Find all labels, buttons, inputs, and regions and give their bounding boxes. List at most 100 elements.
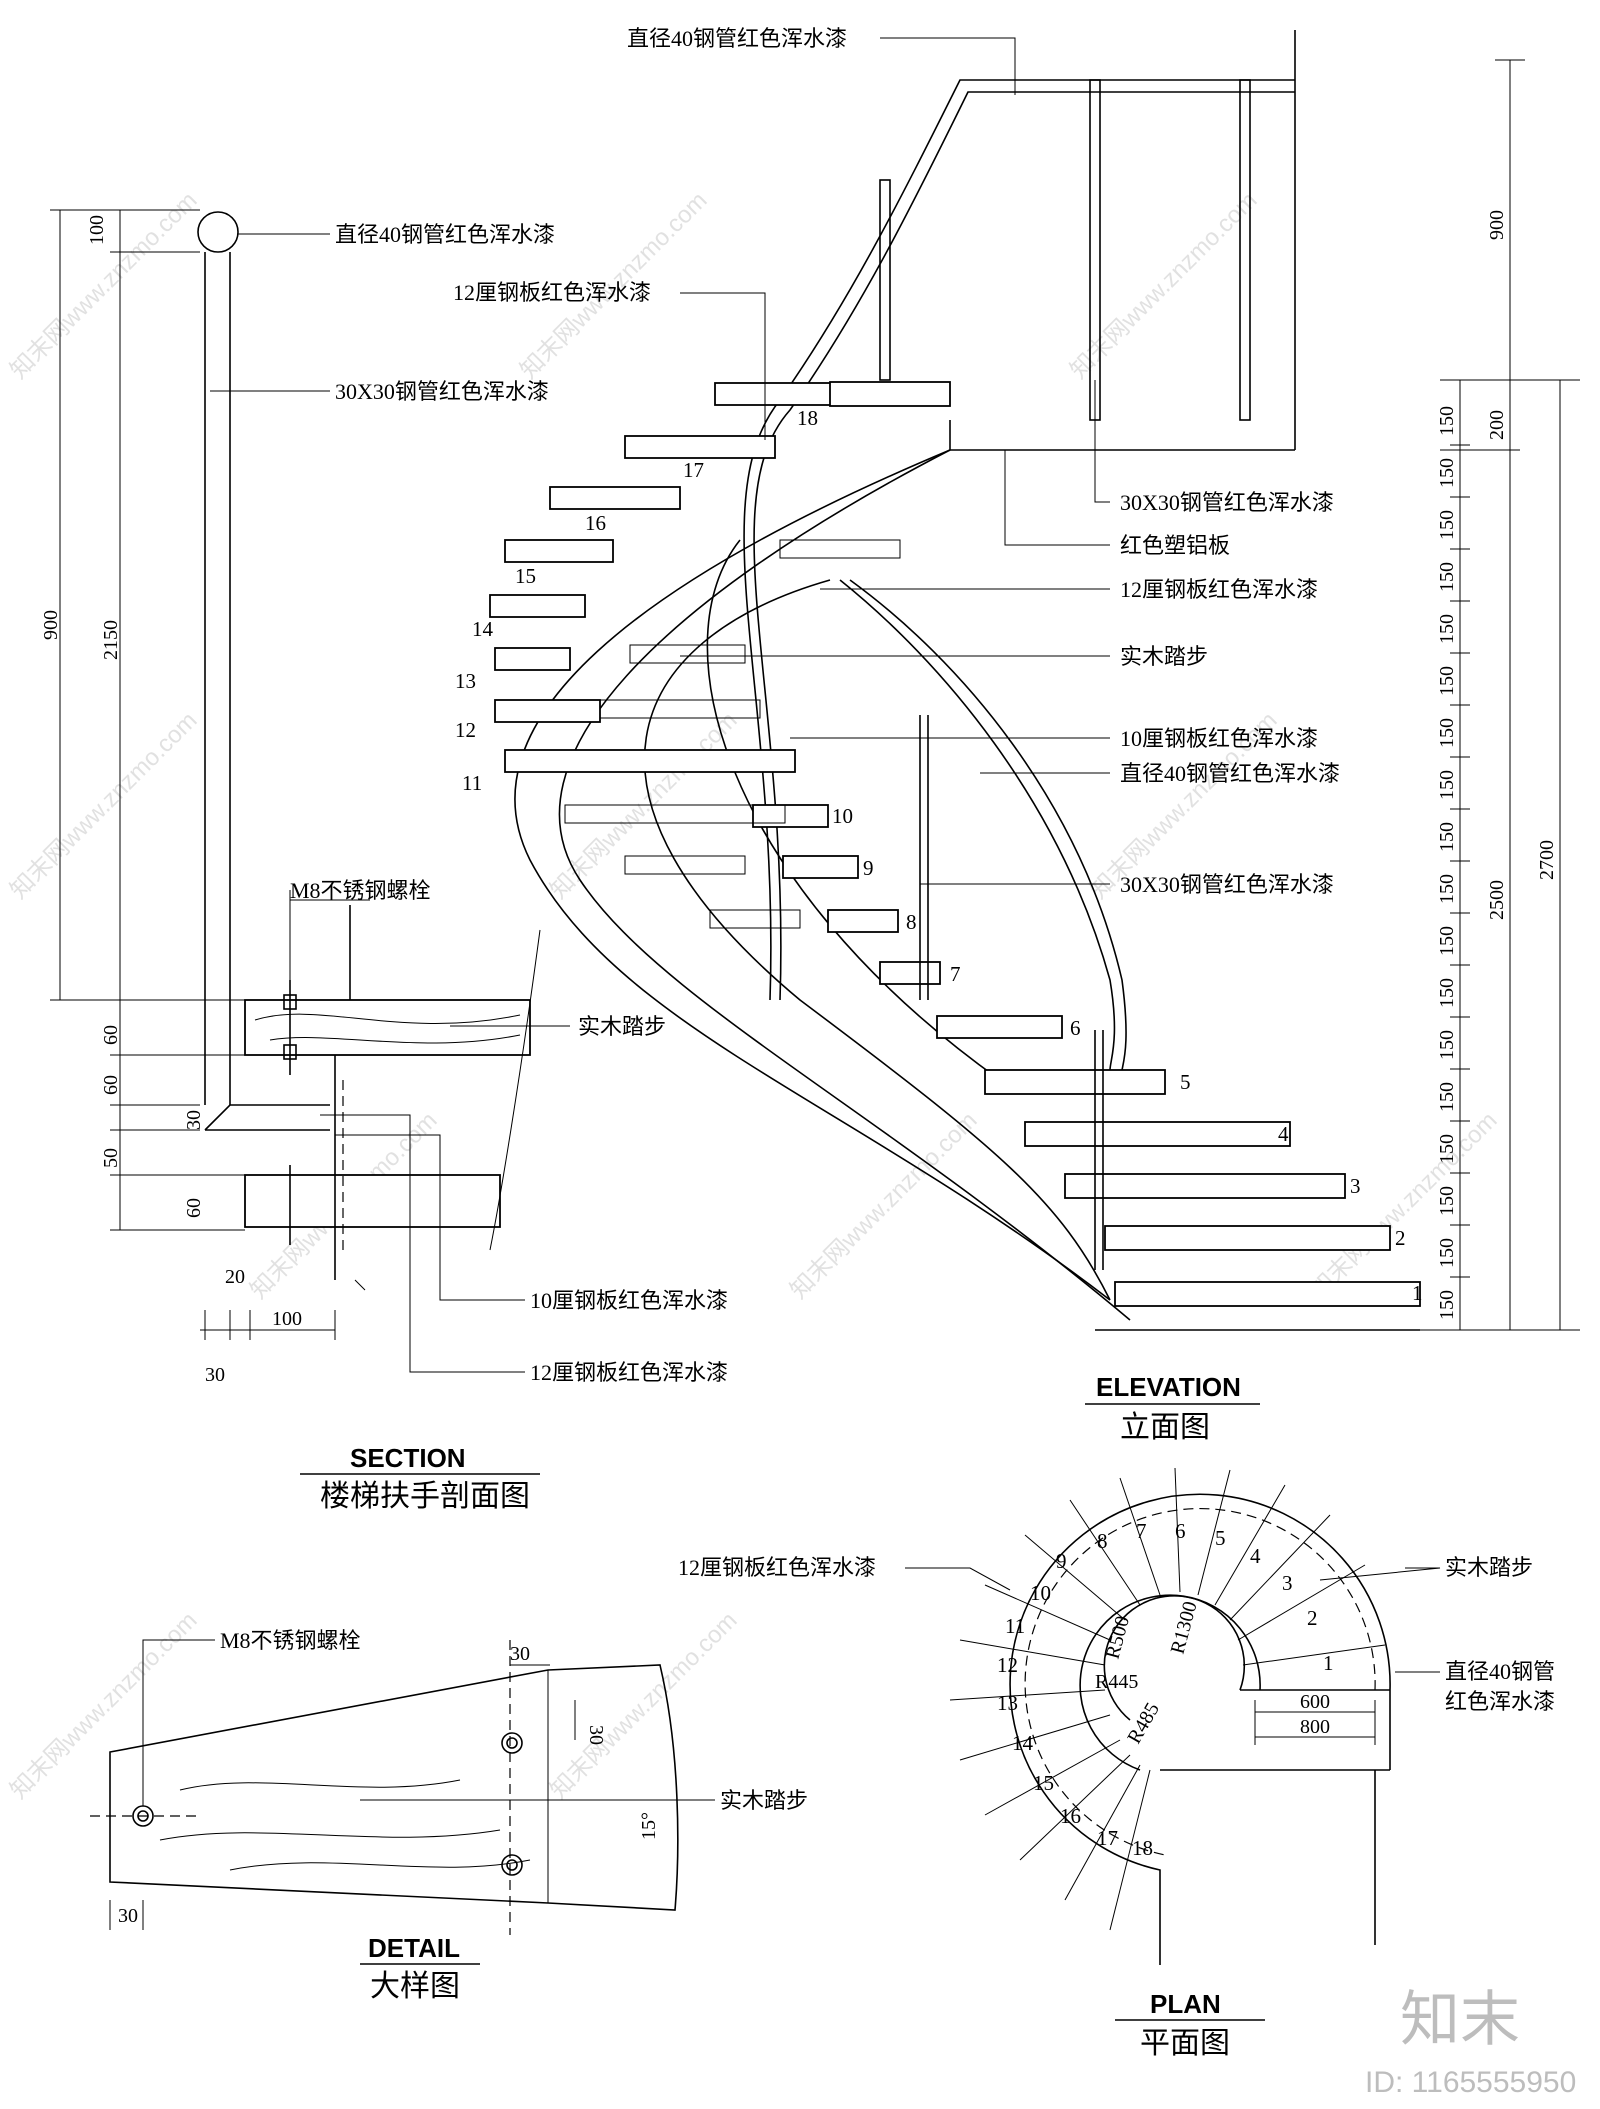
elevation-tread xyxy=(504,749,796,773)
elevation-tread xyxy=(1104,1225,1391,1251)
dimension-text: 150 xyxy=(1436,822,1458,852)
plan-radius-label: R445 xyxy=(1095,1671,1138,1693)
plan-step-number: 11 xyxy=(1005,1614,1025,1638)
plan-radius-label: R485 xyxy=(1123,1699,1164,1748)
dimension-text: 30 xyxy=(585,1725,607,1745)
plan-step-number: 13 xyxy=(997,1691,1018,1715)
label-wood-step: 实木踏步 xyxy=(1445,1555,1533,1580)
leader-line xyxy=(1004,450,1110,546)
watermark: 知末网www.znzmo.com xyxy=(1305,1107,1502,1304)
dimension-text: 30 xyxy=(183,1110,205,1130)
plan-step-number: 17 xyxy=(1097,1826,1118,1850)
leader-line xyxy=(880,37,1016,95)
plan-outer-edge xyxy=(1009,1493,1391,1965)
label-wood-step: 实木踏步 xyxy=(720,1788,808,1813)
section-drawing: 直径40钢管红色浑水漆 30X30钢管红色浑水漆 M8不锈钢螺栓 实木踏步 10… xyxy=(40,209,728,1513)
dimension-text: 900 xyxy=(1486,210,1508,240)
detail-title-en: DETAIL xyxy=(368,1933,460,1963)
elevation-back-tread xyxy=(624,855,746,875)
plan-step-number: 8 xyxy=(1097,1529,1108,1553)
brand-logo: 知末 xyxy=(1400,1985,1520,2055)
elevation-post xyxy=(1239,79,1251,421)
plan-step-number: 18 xyxy=(1132,1836,1153,1860)
elevation-stringer-outer xyxy=(558,449,1131,1321)
dimension-text: 30 xyxy=(510,1643,530,1665)
dimension-text: 200 xyxy=(1486,410,1508,440)
label-wood-step: 实木踏步 xyxy=(1120,644,1208,669)
elevation-back-tread xyxy=(779,539,901,559)
detail-tread-outline xyxy=(109,1664,679,1911)
plan-step-number: 6 xyxy=(1175,1519,1186,1543)
plan-radius-label: R1300 xyxy=(1167,1599,1202,1656)
elevation-tread xyxy=(1114,1281,1421,1307)
elevation-back-tread xyxy=(564,804,786,824)
elevation-back-tread xyxy=(629,644,746,664)
dimension-text: 60 xyxy=(183,1198,205,1218)
elevation-title-en: ELEVATION xyxy=(1096,1372,1241,1402)
elevation-tread xyxy=(624,435,776,459)
plan-step-number: 3 xyxy=(1282,1571,1293,1595)
plan-step-radials xyxy=(949,1467,1386,1931)
plan-step-number: 5 xyxy=(1215,1526,1226,1550)
elevation-step-number: 11 xyxy=(462,771,482,795)
dimension-text: 150 xyxy=(1436,666,1458,696)
section-bolt-nut xyxy=(283,1044,297,1060)
section-title-cn: 楼梯扶手剖面图 xyxy=(320,1480,530,1513)
elevation-handrail-front-2 xyxy=(849,579,1127,1071)
dimension-text: 150 xyxy=(1436,978,1458,1008)
label-pipe40: 直径40钢管红色浑水漆 xyxy=(627,26,847,51)
elevation-tread xyxy=(504,539,614,563)
label-red-board: 红色塑铝板 xyxy=(1120,533,1230,558)
elevation-stringer-back xyxy=(643,579,1111,1301)
dimension-text: 50 xyxy=(100,1148,122,1168)
elevation-tread xyxy=(752,804,829,828)
elevation-tread xyxy=(489,594,586,618)
elevation-step-number: 7 xyxy=(950,962,961,986)
label-tube30: 30X30钢管红色浑水漆 xyxy=(1120,490,1334,515)
elevation-landing-tread xyxy=(829,381,951,407)
detail-bolt-inner xyxy=(137,1810,149,1822)
elevation-tread xyxy=(494,647,571,671)
watermark: 知末网www.znzmo.com xyxy=(545,707,742,904)
elevation-step-number: 16 xyxy=(585,511,606,535)
dimension-text: 150 xyxy=(1436,458,1458,488)
section-cut xyxy=(354,1279,366,1291)
watermark: 知末网www.znzmo.com xyxy=(785,1107,982,1304)
section-bracket xyxy=(204,1104,330,1131)
elevation-step-number: 14 xyxy=(472,617,494,641)
elevation-step-number: 9 xyxy=(863,856,874,880)
elevation-step-number: 4 xyxy=(1278,1122,1289,1146)
dimension-text: 150 xyxy=(1436,406,1458,436)
elevation-step-number: 8 xyxy=(906,910,917,934)
label-plate12: 12厘钢板红色浑水漆 xyxy=(530,1360,728,1385)
elevation-step-number: 13 xyxy=(455,669,476,693)
elevation-inner-rail xyxy=(706,539,1001,1081)
dimension-text: 60 xyxy=(100,1075,122,1095)
elevation-tread xyxy=(1064,1173,1346,1199)
elevation-handrail-front xyxy=(839,579,1116,1071)
leader-line xyxy=(905,1567,1011,1591)
label-plate10: 10厘钢板红色浑水漆 xyxy=(530,1288,728,1313)
dimension-text: 30 xyxy=(118,1905,138,1927)
section-bolt-nut xyxy=(283,994,297,1010)
leader-line xyxy=(142,1639,215,1806)
dimension-text: 150 xyxy=(1436,1290,1458,1320)
dimension-text: 100 xyxy=(272,1308,302,1330)
detail-title-cn: 大样图 xyxy=(370,1970,460,2003)
dimension-text: 150 xyxy=(1436,614,1458,644)
section-pipe-circle xyxy=(197,211,239,253)
label-plate12: 12厘钢板红色浑水漆 xyxy=(1120,577,1318,602)
label-pipe40-line2: 红色浑水漆 xyxy=(1445,1689,1555,1714)
dimension-text: 20 xyxy=(225,1266,245,1288)
dimension-text: 150 xyxy=(1436,1238,1458,1268)
dimension-text: 2150 xyxy=(100,620,122,660)
section-break-line xyxy=(489,929,541,1251)
dimension-text: 150 xyxy=(1436,874,1458,904)
dimension-text: 15° xyxy=(638,1812,660,1840)
dimension-text: 150 xyxy=(1436,1186,1458,1216)
section-lower-step xyxy=(244,1174,501,1228)
plan-step-number: 9 xyxy=(1056,1549,1067,1573)
elevation-stringer-inner xyxy=(514,449,1111,1301)
label-pipe40: 直径40钢管红色浑水漆 xyxy=(1120,761,1340,786)
